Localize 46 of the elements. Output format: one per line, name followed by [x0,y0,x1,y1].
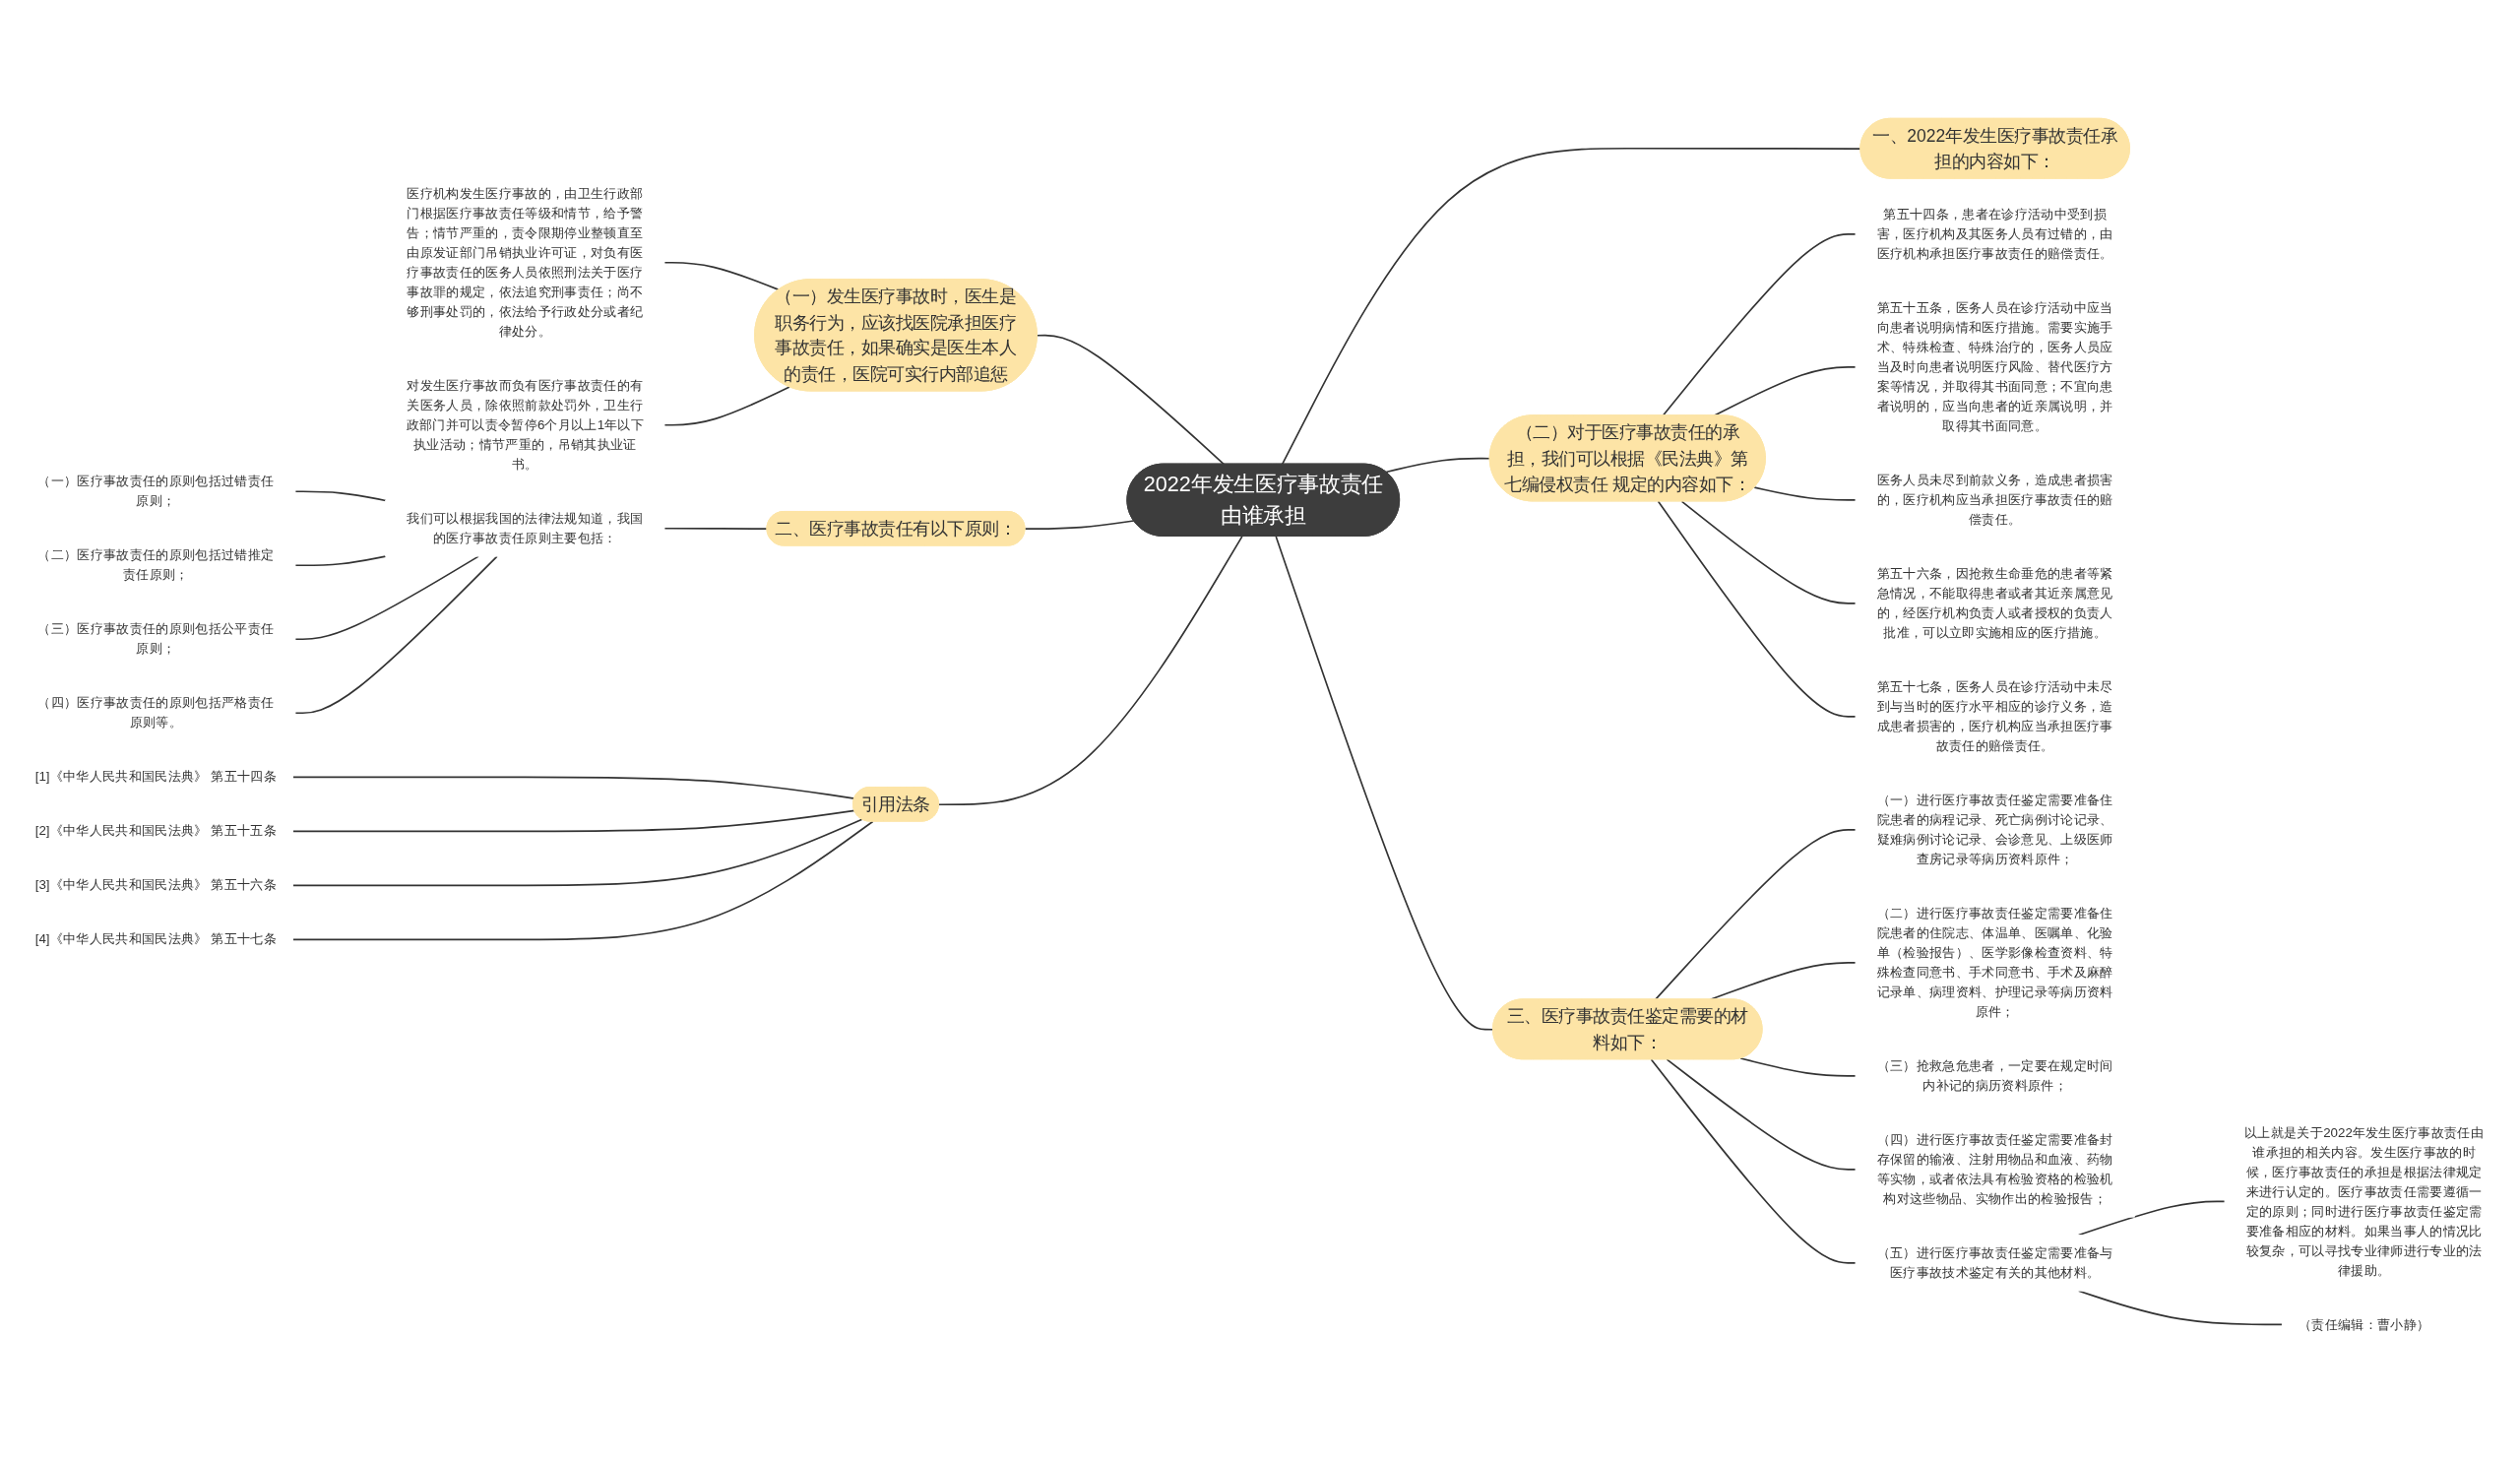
connector [1739,1057,1857,1077]
connector [294,555,387,567]
connector [291,776,855,799]
node-text: 对发生医疗事故而负有医疗事故责任的有关医务人员，除依照前款处罚外，卫生行政部门并可以责令暂停6个月以上1年以下执业活动；情节严重的，吊销其执业证书。 [406,378,645,472]
connector [1036,334,1226,466]
connector [1650,1058,1857,1264]
node-text: 医务人员未尽到前款义务，造成患者损害的，医疗机构应当承担医疗事故责任的赔偿责任。 [1876,473,2113,527]
connector [1666,1058,1857,1171]
node-text: 第五十六条，因抢救生命垂危的患者等紧急情况，不能取得患者或者其近亲属意见的，经医疗机构负责人或者授权的负责人批准，可以立即实施相应的医疗措施。 [1876,566,2113,640]
node-text: 第五十四条，患者在诊疗活动中受到损害，医疗机构及其医务人员有过错的，由医疗机构承担医疗事故责任的赔偿责任。 [1876,207,2113,261]
node-text: （五）进行医疗事故责任鉴定需要准备与医疗事故技术鉴定有关的其他材料。 [1876,1245,2113,1280]
connector [1657,500,1857,718]
connector [663,261,781,291]
connector [663,386,790,426]
node-text: 以上就是关于2022年发生医疗事故责任由谁承担的相关内容。发生医疗事故的时候，医疗事故责任的承担是根据法律规定来进行认定的。医疗事故责任需要遵循一定的原则；同时进行医疗事故责任鉴定需要准备相应的材料。如果当事人的情况比较复杂，可以寻找专业律师进行专业的法律援助。 [2244,1124,2485,1278]
connector [663,527,769,531]
connector [294,555,479,641]
node-text: 第五十五条，医务人员在诊疗活动中应当向患者说明病情和医疗措施。需要实施手术、特殊检查、特殊治疗的，医务人员应当及时向患者说明医疗风险、替代医疗方案等情况，并取得其书面同意；不宜向患者说明的，应当向患者的近亲属说明，并取得其书面同意。 [1876,300,2113,433]
node-text: 医疗机构发生医疗事故的，由卫生行政部门根据医疗事故责任等级和情节，给予警告；情节严重的，责令限期停业整顿直至由原发证部门吊销执业许可证，对负有医疗事故责任的医务人员依照刑法关于医疗事故罪的规定，依法追究刑事责任；尚不够刑事处罚的，依法给予行政处分或者纪律处分。 [407,186,644,339]
node-text: [2]《中华人民共和国民法典》 第五十五条 [34,823,277,838]
connector [1385,457,1491,474]
node-text: [4]《中华人民共和国民法典》 第五十七条 [34,931,277,946]
node-text: （三）抢救急危患者，一定要在规定时间内补记的病历资料原件； [1876,1058,2113,1093]
node-text: （责任编辑：曹小静） [2299,1316,2430,1332]
connector [938,536,1243,806]
connector [1024,520,1135,531]
node-text: （四）进行医疗事故责任鉴定需要准备封存保留的输液、注射用物品和血液、药物等实物，或者依法具有检验资格的检验机构对这些物品、实物作出的检验报告； [1876,1132,2113,1206]
connector [1281,147,1862,466]
connector [291,820,874,941]
connector [1275,536,1494,1031]
connector [291,809,855,833]
connector [1753,486,1857,501]
node-text: （一）医疗事故责任的原则包括过错责任原则； [37,474,275,508]
node-text: （二）进行医疗事故责任鉴定需要准备住院患者的住院志、体温单、医嘱单、化验单（检验报告）、医学影像检查资料、特殊检查同意书、手术同意书、手术及麻醉记录单、病理资料、护理记录等病历资料原件； [1876,906,2113,1019]
node-text: 我们可以根据我国的法律法规知道，我国的医疗事故责任原则主要包括： [407,511,644,545]
connector [294,555,498,715]
node-text: [3]《中华人民共和国民法典》 第五十六条 [34,877,277,892]
connector [294,490,387,502]
connector [291,818,863,887]
node-text: （四）医疗事故责任的原则包括严格责任原则等。 [37,695,275,730]
node-text: （三）医疗事故责任的原则包括公平责任原则； [37,621,275,656]
node-text: （二）医疗事故责任的原则包括过错推定责任原则； [37,547,275,582]
node-text: [1]《中华人民共和国民法典》 第五十四条 [34,769,277,784]
connector [1680,500,1857,604]
node-text: （一）进行医疗事故责任鉴定需要准备住院患者的病程记录、死亡病例讨论记录、疑难病例讨论记录、会诊意见、上级医师查房记录等病历资料原件； [1876,793,2113,866]
node-text: 第五十七条，医务人员在诊疗活动中未尽到与当时的医疗水平相应的诊疗义务，造成患者损害的，医疗机构应当承担医疗事故责任的赔偿责任。 [1876,679,2113,753]
